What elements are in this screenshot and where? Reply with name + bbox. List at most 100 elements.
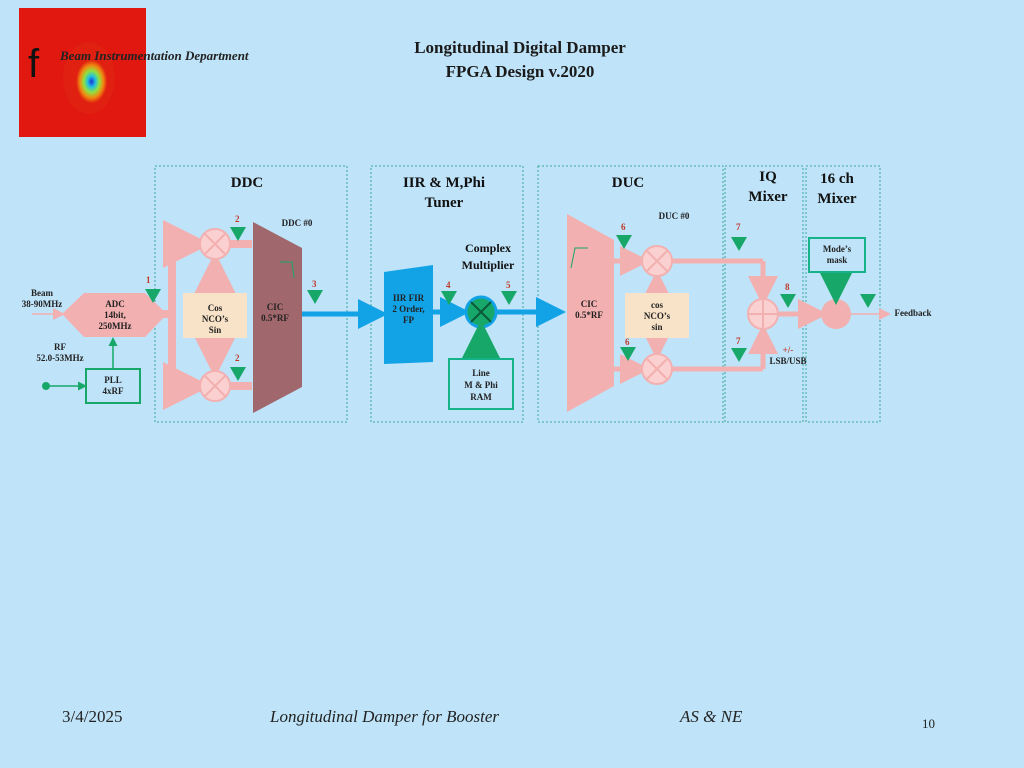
probe-7a-icon [731, 237, 747, 251]
iq-section-box [724, 165, 804, 423]
duc-cic-line-2: 0.5*RF [575, 310, 603, 320]
ddc-id-label: DDC #0 [281, 218, 313, 228]
iir-section-label: IIR & M,Phi Tuner [385, 173, 503, 213]
rf-label-line-1: RF [54, 342, 66, 352]
duc-nco-line-2: NCO’s [643, 311, 671, 321]
probe-7a-number: 7 [736, 222, 741, 232]
mode-mask-line-1: Mode’s [822, 244, 852, 254]
rf-label-line-2: 52.0-53MHz [36, 353, 84, 363]
probe-4-number: 4 [446, 280, 451, 290]
lsb-usb-text: LSB/USB [769, 356, 807, 366]
probe-8-number: 8 [785, 282, 790, 292]
probe-1-icon [145, 289, 161, 303]
pll-label: PLL 4xRF [86, 375, 140, 397]
probe-3-icon [307, 290, 323, 304]
duc-section-label: DUC [611, 175, 645, 191]
duc-nco-label: cos NCO’s sin [625, 300, 689, 333]
beam-label-line-1: Beam [31, 288, 53, 298]
adc-block [62, 293, 167, 337]
iq-label-line-2: Mixer [748, 189, 788, 205]
page-title: Longitudinal Digital Damper FPGA Design … [0, 36, 1024, 84]
ddc-cic-label: CIC 0.5*RF [252, 302, 298, 324]
footer-authors: AS & NE [680, 707, 743, 726]
rf-input-node [42, 382, 50, 390]
adc-label: ADC 14bit, 250MHz [86, 299, 144, 332]
probe-3-number: 3 [312, 279, 317, 289]
ddc-nco-line-2: NCO’s [201, 314, 229, 324]
beam-label: Beam 38-90MHz [12, 288, 72, 310]
probe-5-number: 5 [506, 280, 511, 290]
duc-cic-line-1: CIC [580, 299, 598, 309]
pll-label-line-2: 4xRF [102, 386, 124, 396]
channel-mixer-node [821, 299, 851, 329]
pll-block [85, 368, 141, 404]
ddc-mixer-top [199, 228, 231, 260]
probe-1-number: 1 [146, 275, 151, 285]
beam-label-line-2: 38-90MHz [21, 299, 63, 309]
probe-2a-number: 2 [235, 214, 240, 224]
duc-nco-line-1: cos [651, 300, 663, 310]
lsb-usb-label: +/- LSB/USB [758, 345, 818, 367]
rf-label: RF 52.0-53MHz [25, 342, 95, 364]
plus-minus-label: +/- [782, 345, 794, 355]
complex-line-2: Multiplier [461, 258, 515, 272]
ram-line-1: Line [472, 368, 490, 378]
mixer16-label-line-1: 16 ch [820, 171, 854, 187]
ddc-filter-icon [280, 261, 295, 279]
mixer16-section-label: 16 ch Mixer [803, 169, 871, 209]
duc-filter-icon [570, 247, 588, 269]
ddc-mixer-bottom [199, 370, 231, 402]
footer-date: 3/4/2025 [62, 707, 123, 726]
iir-fir-line-2: 2 Order, [392, 304, 425, 314]
ddc-cic-line-1: CIC [266, 302, 284, 312]
mode-mask-line-2: mask [826, 255, 848, 265]
ddc-nco-block [183, 293, 247, 338]
probe-2b-number: 2 [235, 353, 240, 363]
probe-6b-number: 6 [625, 337, 630, 347]
iir-fir-line-1: IIR FIR [392, 293, 425, 303]
duc-nco-line-3: sin [651, 322, 663, 332]
title-line-1: Longitudinal Digital Damper [414, 38, 626, 57]
ram-block [448, 358, 514, 410]
adc-label-line-2: 14bit, [104, 310, 126, 320]
footer-title: Longitudinal Damper for Booster [270, 707, 500, 726]
iq-section-label: IQ Mixer [732, 167, 804, 207]
ram-line-3: RAM [470, 392, 492, 402]
adc-label-line-1: ADC [105, 299, 125, 309]
ddc-nco-line-1: Cos [207, 303, 223, 313]
duc-cic-label: CIC 0.5*RF [566, 299, 612, 321]
iq-label-line-1: IQ [759, 169, 777, 185]
adc-label-line-3: 250MHz [98, 321, 132, 331]
probe-6a-number: 6 [621, 222, 626, 232]
probe-6b-icon [620, 347, 636, 361]
page-number: 10 [922, 716, 935, 731]
mixer16-section-box [805, 165, 881, 423]
duc-mixer-bottom [641, 353, 673, 385]
beam-logo [19, 8, 146, 137]
probe-8-icon [780, 294, 796, 308]
iir-fir-line-3: FP [403, 315, 414, 325]
ddc-cic-block [253, 222, 302, 413]
logo-letter: f [28, 42, 40, 86]
ddc-nco-line-3: Sin [208, 325, 222, 335]
mode-mask-label: Mode’s mask [809, 244, 865, 266]
mode-mask-block [808, 237, 866, 273]
title-line-2: FPGA Design v.2020 [445, 62, 595, 81]
iir-fir-block [384, 265, 433, 364]
probe-4-icon [441, 291, 457, 305]
iir-section-box [370, 165, 524, 423]
duc-nco-block [625, 293, 689, 338]
probe-6a-icon [616, 235, 632, 249]
ddc-section-label: DDC [230, 175, 264, 191]
probe-7b-icon [731, 348, 747, 362]
complex-multiplier [464, 295, 498, 329]
mixer16-label-line-2: Mixer [817, 191, 857, 207]
probe-5-icon [501, 291, 517, 305]
ddc-cic-line-2: 0.5*RF [261, 313, 289, 323]
iir-label-line-1: IIR & M,Phi [402, 175, 486, 191]
probe-2b-icon [230, 367, 246, 381]
duc-id-label: DUC #0 [658, 211, 690, 221]
ram-label: Line M & Phi RAM [449, 367, 513, 403]
probe-2a-icon [230, 227, 246, 241]
